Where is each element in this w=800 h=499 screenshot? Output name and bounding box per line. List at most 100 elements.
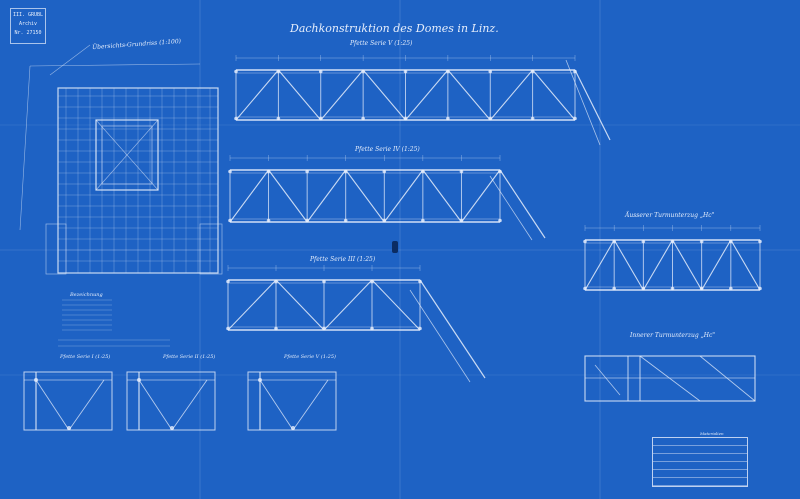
outer-tower-girder-diagonal <box>730 239 761 291</box>
paper-damage <box>392 241 398 253</box>
truss-iii-node <box>322 279 326 284</box>
plan-roof-outline <box>19 65 31 231</box>
stamp-line-2: Archiv <box>18 21 38 27</box>
truss-iv-diagonal <box>422 169 462 223</box>
table-row <box>653 446 747 454</box>
truss-iii-diagonal <box>275 279 325 331</box>
plan-wall <box>199 223 223 275</box>
plan-roof-outline <box>29 63 201 67</box>
truss-v-title: Pfette Serie V (1:25) <box>350 40 413 47</box>
plan-tower <box>95 119 159 191</box>
inner-tower-girder-diagonal <box>639 355 701 402</box>
truss-v-node <box>318 69 323 74</box>
outer-tower-girder-node <box>612 286 616 291</box>
inner-tower-title: Innerer Turmunterzug „Hc" <box>630 332 716 339</box>
truss-iv-title: Pfette Serie IV (1:25) <box>355 146 420 153</box>
truss-iii-node <box>370 326 374 331</box>
truss-v-node <box>276 116 281 121</box>
section-vi-title: Pfette Serie V (1:25) <box>284 354 336 360</box>
truss-iii-diagonal <box>227 279 277 331</box>
truss-v-node <box>488 69 493 74</box>
plan-outline <box>57 87 219 274</box>
truss-v-end-strut <box>565 59 601 146</box>
section-i-title: Pfette Serie I (1:25) <box>60 354 111 360</box>
section-ii-brace <box>171 379 208 431</box>
truss-v-diagonal <box>235 69 279 121</box>
truss-v-end-strut <box>574 69 611 141</box>
sheet-title: Dachkonstruktion des Domes in Linz. <box>290 22 499 35</box>
truss-iii-node <box>418 326 422 331</box>
outer-tower-girder-node <box>729 286 733 291</box>
outer-tower-title: Äusserer Turmunterzug „Hc" <box>625 212 715 219</box>
inner-tower-girder <box>584 355 756 402</box>
truss-iv-diagonal <box>306 169 347 223</box>
truss-iv-node <box>305 169 309 174</box>
outer-tower-girder-diagonal <box>672 239 703 291</box>
legend-title: Bezeichnung <box>70 292 103 298</box>
outer-tower-girder-diagonal <box>613 239 644 291</box>
outer-tower-girder-node <box>583 239 587 244</box>
truss-iii-diagonal <box>371 279 421 331</box>
outer-tower-girder-node <box>699 239 704 244</box>
truss-iv-node <box>343 218 348 223</box>
truss-iv-diagonal <box>345 169 385 223</box>
section-i-node <box>34 378 38 382</box>
truss-iv-diagonal <box>229 169 270 223</box>
table-row <box>653 454 747 462</box>
truss-v-node <box>446 116 450 121</box>
table-row <box>653 462 747 470</box>
truss-v-diagonal <box>320 69 364 121</box>
truss-iv-node <box>498 218 502 223</box>
truss-v-node <box>234 69 238 74</box>
archive-stamp: III. GRUBL Archiv Nr. 27150 <box>10 8 46 44</box>
truss-v-diagonal <box>447 69 491 121</box>
truss-v-diagonal <box>277 69 322 121</box>
section-vi-brace <box>259 379 294 431</box>
outer-tower-girder-diagonal <box>642 239 673 291</box>
truss-v-node <box>403 69 408 74</box>
section-ii-node <box>137 378 141 382</box>
plan-tower-inner <box>101 125 153 185</box>
truss-iv-end-strut <box>489 175 533 241</box>
truss-iii-end-strut <box>419 279 486 379</box>
section-ii-node <box>170 426 174 430</box>
truss-iv-diagonal <box>268 169 308 223</box>
truss-v-diagonal <box>489 69 534 121</box>
table-row <box>653 478 747 486</box>
section-i <box>23 371 113 431</box>
plan-wall <box>45 223 67 275</box>
section-i-brace <box>68 379 105 431</box>
section-vi-brace <box>292 379 329 431</box>
truss-v-diagonal <box>362 69 406 121</box>
outer-tower-girder-node <box>758 286 762 291</box>
section-ii-title: Pfette Serie II (1:25) <box>163 354 216 360</box>
section-i-brace <box>35 379 70 431</box>
truss-iii-node <box>226 279 230 284</box>
materials-table <box>652 437 748 487</box>
inner-tower-girder-diagonal <box>594 364 621 396</box>
truss-iv-node <box>266 218 271 223</box>
outer-tower-girder-diagonal <box>584 239 615 291</box>
truss-iv-node <box>228 169 232 174</box>
section-vi-node <box>291 426 295 430</box>
outer-tower-girder-node <box>670 286 675 291</box>
outer-tower-girder-diagonal <box>701 239 732 291</box>
table-row <box>653 470 747 478</box>
section-vi <box>247 371 337 431</box>
materials-table-title: Materialien <box>700 431 724 436</box>
truss-v-diagonal <box>405 69 449 121</box>
truss-iii-diagonal <box>323 279 373 331</box>
section-ii <box>126 371 216 431</box>
truss-iii-node <box>274 326 278 331</box>
truss-v-diagonal <box>532 69 576 121</box>
stamp-line-3: Nr. 27150 <box>14 30 42 36</box>
inner-tower-girder-diagonal <box>699 355 756 402</box>
truss-iii-end-strut <box>409 289 471 383</box>
truss-iv-node <box>421 218 425 223</box>
truss-iv-node <box>382 169 387 174</box>
section-vi-node <box>258 378 262 382</box>
table-row <box>653 438 747 446</box>
truss-iv-node <box>459 169 464 174</box>
